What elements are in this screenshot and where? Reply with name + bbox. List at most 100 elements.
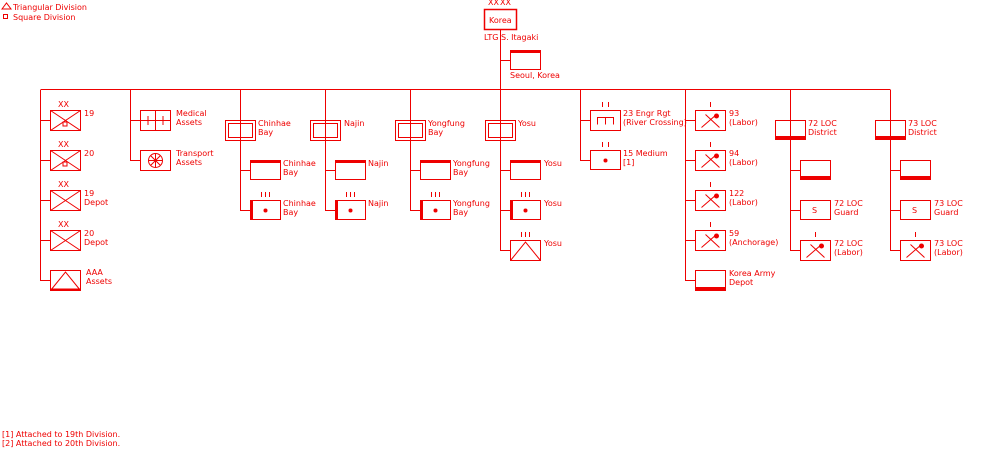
loc73-guard-symbol[interactable]	[900, 200, 931, 220]
yongfung-hq-line2: Bay	[453, 168, 468, 177]
loc73-line1: 73 LOC	[908, 119, 937, 128]
legend-triangular-label: Triangular Division	[12, 3, 87, 12]
najin-fort-label: Najin	[344, 119, 364, 128]
medium-line2: [1]	[623, 158, 634, 167]
chinhae-hq-line2: Bay	[283, 168, 298, 177]
chinhae-artillery-symbol[interactable]	[250, 192, 281, 220]
labor94-line1: 94	[729, 149, 739, 158]
anch59-line2: (Anchorage)	[729, 238, 778, 247]
hq-commander: LTG S. Itagaki	[484, 33, 538, 42]
army-size-marker: XX	[488, 0, 499, 7]
yongfung-art-line2: Bay	[453, 208, 468, 217]
labor93-line1: 93	[729, 109, 739, 118]
div19-label: 19	[84, 109, 94, 118]
division-19-symbol[interactable]	[50, 110, 81, 131]
yongfung-fort-line1: Yongfung	[427, 119, 465, 128]
loc73-district-symbol[interactable]	[875, 120, 906, 140]
div20-label: 20	[84, 149, 94, 158]
najin-art-label: Najin	[368, 199, 388, 208]
size-marker: XX	[58, 220, 69, 229]
transport-assets-symbol[interactable]	[140, 150, 171, 171]
chinhae-fort-line2: Bay	[258, 128, 273, 137]
aaa-line1: AAA	[86, 268, 103, 277]
army-depot-line2: Depot	[729, 278, 753, 287]
hq-location: Seoul, Korea	[510, 71, 560, 80]
triangle-legend-icon	[1, 2, 12, 10]
medium-artillery-symbol[interactable]	[590, 142, 621, 170]
depot20-line1: 20	[84, 229, 94, 238]
legend-square-label: Square Division	[13, 13, 75, 22]
depot-20-symbol[interactable]	[50, 230, 81, 251]
depot20-line2: Depot	[84, 238, 108, 247]
yosu-fort-label: Yosu	[517, 119, 536, 128]
chinhae-art-line1: Chinhae	[283, 199, 316, 208]
yosu-artillery-symbol[interactable]	[510, 192, 541, 220]
loc72-guard-glyph: S	[812, 206, 817, 215]
labor122-line2: (Labor)	[729, 198, 758, 207]
division-20-symbol[interactable]	[50, 150, 81, 171]
labor-94-symbol[interactable]	[695, 142, 726, 171]
chinhae-hq-line1: Chinhae	[283, 159, 316, 168]
loc73-guard-line1: 73 LOC	[934, 199, 963, 208]
loc73-guard-glyph: S	[912, 206, 917, 215]
size-marker: XX	[58, 100, 69, 109]
yosu-fortress-symbol[interactable]	[485, 120, 516, 141]
size-marker: XX	[58, 180, 69, 189]
engineer-regiment-symbol[interactable]	[590, 102, 621, 131]
loc72-line1: 72 LOC	[808, 119, 837, 128]
army-depot-symbol[interactable]	[695, 270, 726, 291]
yongfung-hq-line1: Yongfung	[452, 159, 490, 168]
army-depot-line1: Korea Army	[729, 269, 776, 278]
loc72-labor-symbol[interactable]	[800, 232, 831, 261]
medical-line1: Medical	[176, 109, 207, 118]
hq-name: Korea	[489, 16, 512, 25]
labor-122-symbol[interactable]	[695, 182, 726, 211]
najin-fortress-symbol[interactable]	[310, 120, 341, 141]
loc72-labor-line2: (Labor)	[834, 248, 863, 257]
footnote-1: [1] Attached to 19th Division.	[2, 430, 120, 439]
loc72-guard-symbol[interactable]	[800, 200, 831, 220]
loc73-labor-symbol[interactable]	[900, 232, 931, 261]
yongfung-hq-symbol[interactable]	[420, 160, 451, 180]
medical-assets-symbol[interactable]	[140, 110, 171, 131]
loc72-district-symbol[interactable]	[775, 120, 806, 140]
seoul-hq-symbol[interactable]	[510, 50, 541, 70]
aaa-line2: Assets	[86, 277, 112, 286]
depot-19-symbol[interactable]	[50, 190, 81, 211]
korea-hq-symbol[interactable]	[483, 8, 518, 31]
labor93-line2: (Labor)	[729, 118, 758, 127]
yongfung-fortress-symbol[interactable]	[395, 120, 426, 141]
yosu-aaa-label: Yosu	[543, 239, 562, 248]
yosu-aaa-symbol[interactable]	[510, 232, 541, 261]
chinhae-art-line2: Bay	[283, 208, 298, 217]
engr-line1: 23 Engr Rgt	[623, 109, 671, 118]
loc72-hq-symbol[interactable]	[800, 160, 831, 180]
labor-93-symbol[interactable]	[695, 102, 726, 131]
chinhae-hq-symbol[interactable]	[250, 160, 281, 180]
army-size-marker-2: XX	[500, 0, 511, 7]
yongfung-artillery-symbol[interactable]	[420, 192, 451, 220]
loc72-guard-line1: 72 LOC	[834, 199, 863, 208]
loc73-line2: District	[908, 128, 937, 137]
labor122-line1: 122	[729, 189, 744, 198]
chinhae-fortress-symbol[interactable]	[225, 120, 256, 141]
yosu-art-label: Yosu	[543, 199, 562, 208]
loc72-labor-line1: 72 LOC	[834, 239, 863, 248]
loc73-labor-line2: (Labor)	[934, 248, 963, 257]
depot19-line2: Depot	[84, 198, 108, 207]
najin-artillery-symbol[interactable]	[335, 192, 366, 220]
connectors	[40, 30, 900, 281]
anch59-line1: 59	[729, 229, 739, 238]
aaa-assets-symbol[interactable]	[50, 270, 81, 291]
loc73-labor-line1: 73 LOC	[934, 239, 963, 248]
size-marker: XX	[58, 140, 69, 149]
labor94-line2: (Labor)	[729, 158, 758, 167]
anchorage-59-symbol[interactable]	[695, 222, 726, 251]
medium-line1: 15 Medium	[623, 149, 668, 158]
yongfung-art-line1: Yongfung	[452, 199, 490, 208]
yosu-hq-symbol[interactable]	[510, 160, 541, 180]
najin-hq-symbol[interactable]	[335, 160, 366, 180]
chinhae-fort-line1: Chinhae	[258, 119, 291, 128]
loc73-hq-symbol[interactable]	[900, 160, 931, 180]
